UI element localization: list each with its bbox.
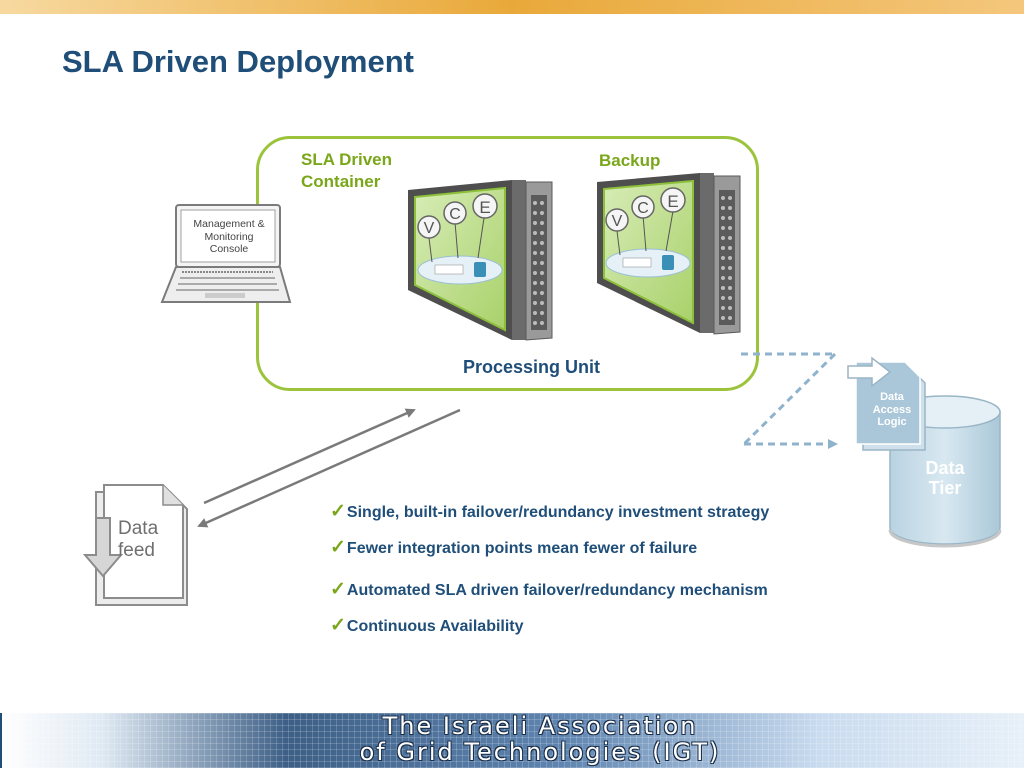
footer-banner: The Israeli Association of Grid Technolo…	[0, 713, 1024, 768]
checkmark-icon: ✓	[330, 615, 346, 636]
primary-v-letter: V	[424, 220, 435, 237]
footer-line2: of Grid Technologies (IGT)	[359, 738, 721, 766]
checkmark-icon: ✓	[330, 537, 346, 558]
console-label-line3: Console	[209, 243, 249, 255]
bullet-item: ✓Automated SLA driven failover/redundanc…	[330, 578, 768, 601]
data-access-logic-line3: Logic	[877, 416, 907, 428]
primary-c-letter: C	[449, 206, 461, 223]
laptop-icon	[160, 204, 292, 303]
sla-container-label-line2: Container	[301, 172, 381, 191]
bullet-item: ✓Continuous Availability	[330, 614, 524, 637]
backup-v-letter: V	[612, 213, 623, 230]
sla-container-label-line1: SLA Driven	[301, 150, 393, 169]
data-tier-label-line1: Data	[925, 458, 965, 478]
data-tier-label: Data Tier	[905, 458, 985, 498]
data-access-logic-line1: Data	[880, 391, 904, 403]
footer-left-accent	[0, 713, 2, 768]
console-label-line1: Management &	[193, 218, 265, 230]
arrow-pu-to-feed	[197, 408, 461, 528]
console-label: Management & Monitoring Console	[181, 218, 277, 256]
data-feed-document-icon	[82, 484, 188, 606]
data-feed-label: Data feed	[118, 518, 158, 562]
sla-container-label: SLA Driven Container	[301, 149, 392, 193]
footer-grid-pattern	[0, 713, 1024, 768]
backup-server-icon: V C E	[597, 173, 741, 335]
primary-e-letter: E	[479, 198, 490, 217]
bullet-text: Single, built-in failover/redundancy inv…	[346, 504, 770, 521]
checkmark-icon: ✓	[330, 579, 346, 600]
backup-e-letter: E	[667, 192, 678, 211]
dashed-connector-arrows	[741, 352, 838, 449]
bullet-text: Automated SLA driven failover/redundancy…	[346, 582, 768, 599]
primary-server-icon: V C E	[408, 180, 553, 341]
backup-label: Backup	[599, 151, 661, 170]
data-feed-label-line1: Data	[118, 518, 159, 539]
data-access-logic-line2: Access	[872, 403, 912, 416]
data-feed-label-line2: feed	[118, 540, 155, 561]
top-decorative-bar	[0, 0, 1024, 14]
bullet-item: ✓Single, built-in failover/redundancy in…	[330, 500, 769, 523]
footer-line1: The Israeli Association	[382, 713, 698, 740]
data-access-logic-icon	[847, 356, 926, 451]
data-tier-label-line2: Tier	[928, 478, 962, 498]
slide-title: SLA Driven Deployment	[62, 44, 414, 79]
checkmark-icon: ✓	[330, 501, 346, 522]
data-access-logic-label: Data Access Logic	[862, 391, 922, 429]
processing-unit-label: Processing Unit	[463, 357, 601, 377]
console-label-line2: Monitoring	[204, 230, 254, 243]
bullet-item: ✓Fewer integration points mean fewer of …	[330, 536, 697, 559]
backup-c-letter: C	[637, 200, 649, 217]
bullet-text: Fewer integration points mean fewer of f…	[346, 540, 698, 557]
bullet-text: Continuous Availability	[346, 618, 524, 635]
footer-organization-name: The Israeli Association of Grid Technolo…	[280, 713, 800, 765]
arrow-feed-to-pu	[203, 408, 416, 505]
